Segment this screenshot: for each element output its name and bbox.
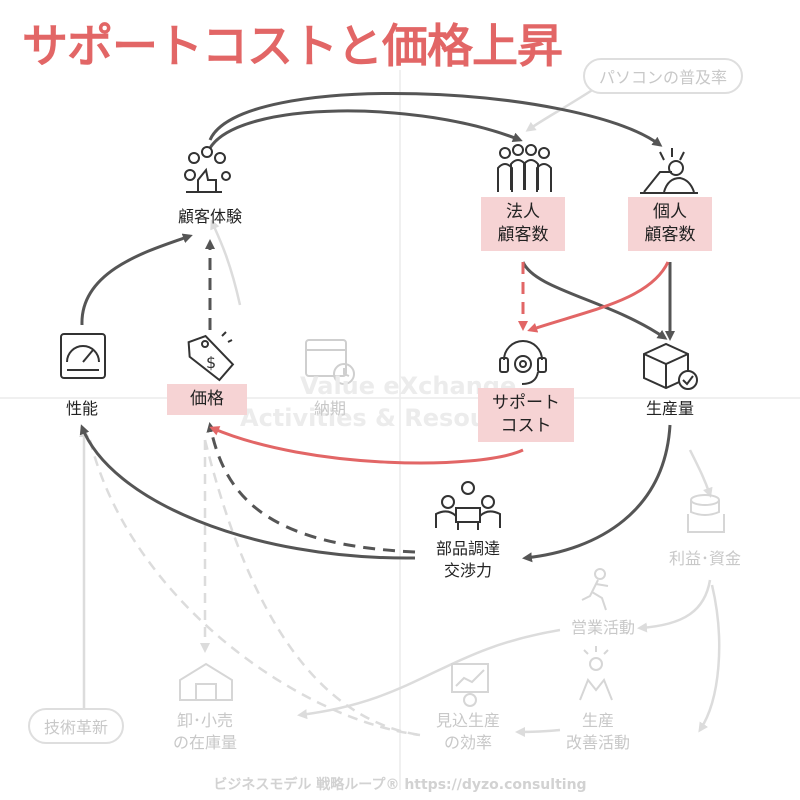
parts-negotiation-line-1: 部品調達 — [435, 539, 500, 558]
node-individual-customers: 個人 顧客数 — [628, 197, 712, 251]
node-profit-funds: 利益･資金 — [668, 549, 741, 568]
link-negotiation-to-performance — [79, 424, 416, 560]
individual-customers-line-1: 個人 — [653, 202, 687, 222]
forecast-chart-icon — [451, 663, 489, 707]
sales-runner-icon — [581, 568, 609, 611]
node-delivery: 納期 — [313, 399, 346, 418]
production-improvement-line-2: 改善活動 — [565, 732, 630, 752]
expected-production-line-1: 見込生産 — [435, 711, 500, 730]
svg-text:$: $ — [206, 353, 216, 372]
profit-coins-icon — [687, 494, 725, 533]
footer-credit: ビジネスモデル 戦略ループ® https://dyzo.consulting — [213, 777, 587, 793]
delivery-calendar-icon — [305, 339, 355, 385]
corporate-customers-line-2: 顧客数 — [497, 224, 549, 245]
performance-gauge-icon — [60, 333, 106, 379]
support-headset-icon — [499, 340, 547, 385]
faint-links — [79, 83, 721, 737]
corporate-customers-icon — [497, 144, 552, 192]
dark-links — [79, 92, 675, 563]
link-support-to-price — [209, 426, 524, 465]
parts-negotiation-line-2: 交渉力 — [443, 560, 492, 580]
node-expected-production: 見込生産 の効率 — [418, 710, 518, 753]
link-performance-to-experience — [80, 233, 193, 326]
node-corporate-customers: 法人 顧客数 — [481, 197, 565, 251]
link-experience-to-individual — [208, 92, 663, 147]
node-price: 価格 — [167, 384, 247, 415]
support-cost-line-1: サポート — [492, 393, 560, 413]
red-links — [209, 261, 670, 465]
node-tech-innovation: 技術革新 — [28, 708, 125, 744]
support-cost-line-2: コスト — [500, 415, 552, 436]
corporate-customers-line-1: 法人 — [506, 202, 540, 222]
link-experience-to-corporate — [208, 109, 523, 149]
customer-experience-icon — [184, 146, 231, 193]
price-tag-icon: $ — [187, 331, 235, 382]
production-box-icon — [643, 342, 698, 390]
node-pc-penetration: パソコンの普及率 — [583, 58, 744, 94]
wholesale-inventory-line-1: 卸･小売 — [176, 711, 233, 730]
node-performance: 性能 — [65, 399, 98, 418]
link-individual-to-support — [527, 261, 670, 333]
node-parts-negotiation: 部品調達 交渉力 — [418, 538, 518, 581]
individual-customers-line-2: 顧客数 — [644, 224, 696, 245]
improvement-bulb-icon — [579, 646, 613, 701]
negotiation-meeting-icon — [435, 481, 501, 530]
link-negotiation-to-price — [206, 422, 416, 554]
node-support-cost: サポート コスト — [478, 388, 574, 442]
node-production-improvement: 生産 改善活動 — [548, 710, 648, 753]
warehouse-icon — [179, 662, 233, 701]
node-customer-experience: 顧客体験 — [177, 207, 242, 226]
page-title: サポートコストと価格上昇 — [22, 19, 563, 73]
node-sales-activities: 営業活動 — [570, 618, 635, 637]
wholesale-inventory-line-2: の在庫量 — [172, 732, 237, 752]
individual-customer-icon — [640, 148, 698, 194]
expected-production-line-2: の効率 — [443, 732, 492, 752]
quadrant-axes — [0, 70, 800, 790]
node-wholesale-inventory: 卸･小売 の在庫量 — [155, 710, 255, 753]
node-production-volume: 生産量 — [645, 399, 694, 418]
production-improvement-line-1: 生産 — [581, 711, 614, 730]
link-corporate-to-production — [521, 261, 668, 340]
dark-dashed-links — [205, 239, 416, 554]
link-production-to-negotiation — [522, 424, 672, 563]
